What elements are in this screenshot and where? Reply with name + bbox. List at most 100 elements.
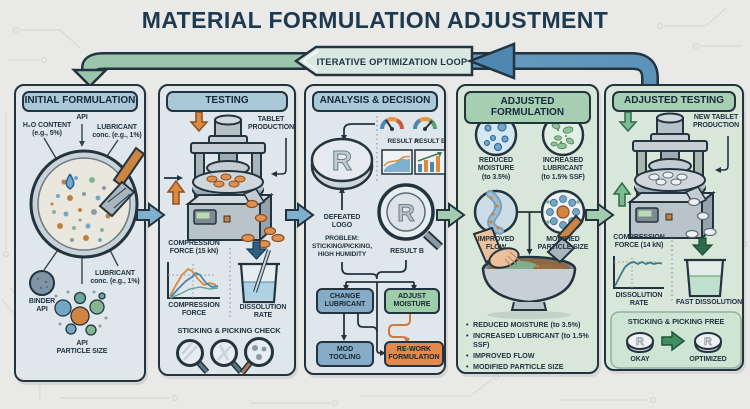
gauge-b-icon <box>413 117 437 131</box>
down-arrow-icon <box>245 241 268 260</box>
improved-flow-label: IMPROVED FLOW <box>477 236 515 252</box>
panel-adjusted-testing: ADJUSTED TESTING <box>604 84 744 371</box>
result-b-caption: RESULT B <box>390 248 424 255</box>
defeated-tablet-icon: R <box>310 137 374 191</box>
panel-adjusted-testing-header: ADJUSTED TESTING <box>612 91 736 112</box>
list-item: MODIFIED PARTICLE SIZE <box>466 362 598 371</box>
svg-text:R: R <box>636 336 644 348</box>
increased-lubricant-label: INCREASED LUBRICANT (to 1.5% SSF) <box>541 157 585 181</box>
tablets-on-table <box>648 171 688 186</box>
optimized-tablet-icon: R <box>694 332 722 354</box>
result-b-chart-icon <box>414 149 446 175</box>
api-label: API <box>76 114 88 121</box>
improved-flow-icon <box>473 189 519 235</box>
magnifier-1-icon <box>176 339 210 374</box>
modified-particle-label: MODIFIED PARTICLE SIZE <box>537 236 589 252</box>
magnifier-2-icon <box>210 339 244 374</box>
panel-adjusted-formulation-header: ADJUSTED FORMULATION <box>464 91 591 124</box>
powder-bowl-illustration <box>29 146 146 259</box>
svg-text:R: R <box>704 336 712 348</box>
panel-analysis-header: ANALYSIS & DECISION <box>312 91 438 112</box>
loop-blue-arrowhead-icon <box>466 42 516 80</box>
binder-texture <box>36 277 48 290</box>
panel-testing: TESTING <box>158 84 296 376</box>
adjustment-bullet-list: REDUCED MOISTURE (to 3.5%) INCREASED LUB… <box>466 320 598 373</box>
result-a-chart-icon <box>381 149 413 175</box>
panel-initial-formulation: INITIAL FORMULATION <box>14 84 146 382</box>
page-title: MATERIAL FORMULATION ADJUSTMENT <box>141 7 609 33</box>
panel-adjusted-formulation: ADJUSTED FORMULATION <box>456 84 599 374</box>
falling-tablets <box>241 199 285 249</box>
magnifier-icons <box>176 337 274 375</box>
binder-sphere-icon <box>29 270 55 296</box>
panel-initial-header: INITIAL FORMULATION <box>22 91 138 112</box>
analysis-art: R <box>310 116 446 356</box>
mixing-bowl-illustration <box>472 214 584 319</box>
problem-label: PROBLEM: STICKING/PICKING, HIGH HUMIDITY <box>311 235 373 258</box>
tablet-press-illustration <box>185 114 285 249</box>
magnifier-3-icon <box>239 337 274 375</box>
down-arrow-icon <box>618 111 638 133</box>
sticking-picking-check-label: STICKING & PICKING CHECK <box>177 326 281 335</box>
adjusted-formulation-art <box>472 113 586 319</box>
up-arrow-icon <box>166 179 186 205</box>
magnifier-result-icon: R <box>377 183 444 251</box>
decision-connectors <box>341 260 415 354</box>
falling-tablets <box>685 197 717 239</box>
water-drop-icon <box>65 173 75 190</box>
result-a-label: RESULT A <box>387 138 419 145</box>
particle-cluster-icon <box>54 290 108 336</box>
optimized-label: OPTIMIZED <box>689 356 727 363</box>
panel-analysis-decision: ANALYSIS & DECISION R <box>304 84 446 375</box>
down-arrow-icon <box>189 111 209 133</box>
okay-tablet-icon: R <box>626 332 654 354</box>
adjusted-testing-art: R R <box>610 111 742 369</box>
svg-text:R: R <box>332 145 352 176</box>
tablet-press-illustration <box>627 112 717 241</box>
orange-connector <box>388 314 411 340</box>
sticking-picking-free-label: STICKING & PICKING FREE <box>627 317 725 326</box>
loop-label: ITERATIVE OPTIMIZATION LOOP <box>316 57 468 67</box>
initial-formulation-art <box>29 124 146 336</box>
iterative-loop-pipe <box>70 42 659 96</box>
fast-dissolution-beaker <box>684 237 726 298</box>
reduced-moisture-label: REDUCED MOISTURE (to 3.5%) <box>477 157 515 181</box>
right-arrow-icon <box>177 175 183 181</box>
panel-testing-header: TESTING <box>166 91 288 112</box>
dissolution-chart <box>613 256 664 289</box>
down-arrow-icon <box>691 237 714 256</box>
testing-art <box>164 111 287 375</box>
list-item: INCREASED LUBRICANT (to 1.5% SSF) <box>466 331 598 349</box>
scoop-icon <box>98 146 146 218</box>
compression-chart <box>167 262 220 299</box>
h2o-content-label: H₂O CONTENT(e.g., 5%) <box>22 122 72 138</box>
gauge-a-icon <box>380 117 404 131</box>
right-arrow-icon <box>661 330 686 352</box>
up-arrow-icon <box>612 181 632 207</box>
fast-dissolution-label: FAST DISSOLUTION <box>675 299 743 306</box>
dissolution-beaker <box>238 241 280 304</box>
svg-text:R: R <box>397 200 414 227</box>
okay-label: OKAY <box>630 356 650 363</box>
scoop-icon <box>546 214 584 264</box>
list-item: IMPROVED FLOW <box>466 351 598 360</box>
list-item: REDUCED MOISTURE (to 3.5%) <box>466 320 598 329</box>
loop-arrowhead-icon <box>70 68 110 88</box>
